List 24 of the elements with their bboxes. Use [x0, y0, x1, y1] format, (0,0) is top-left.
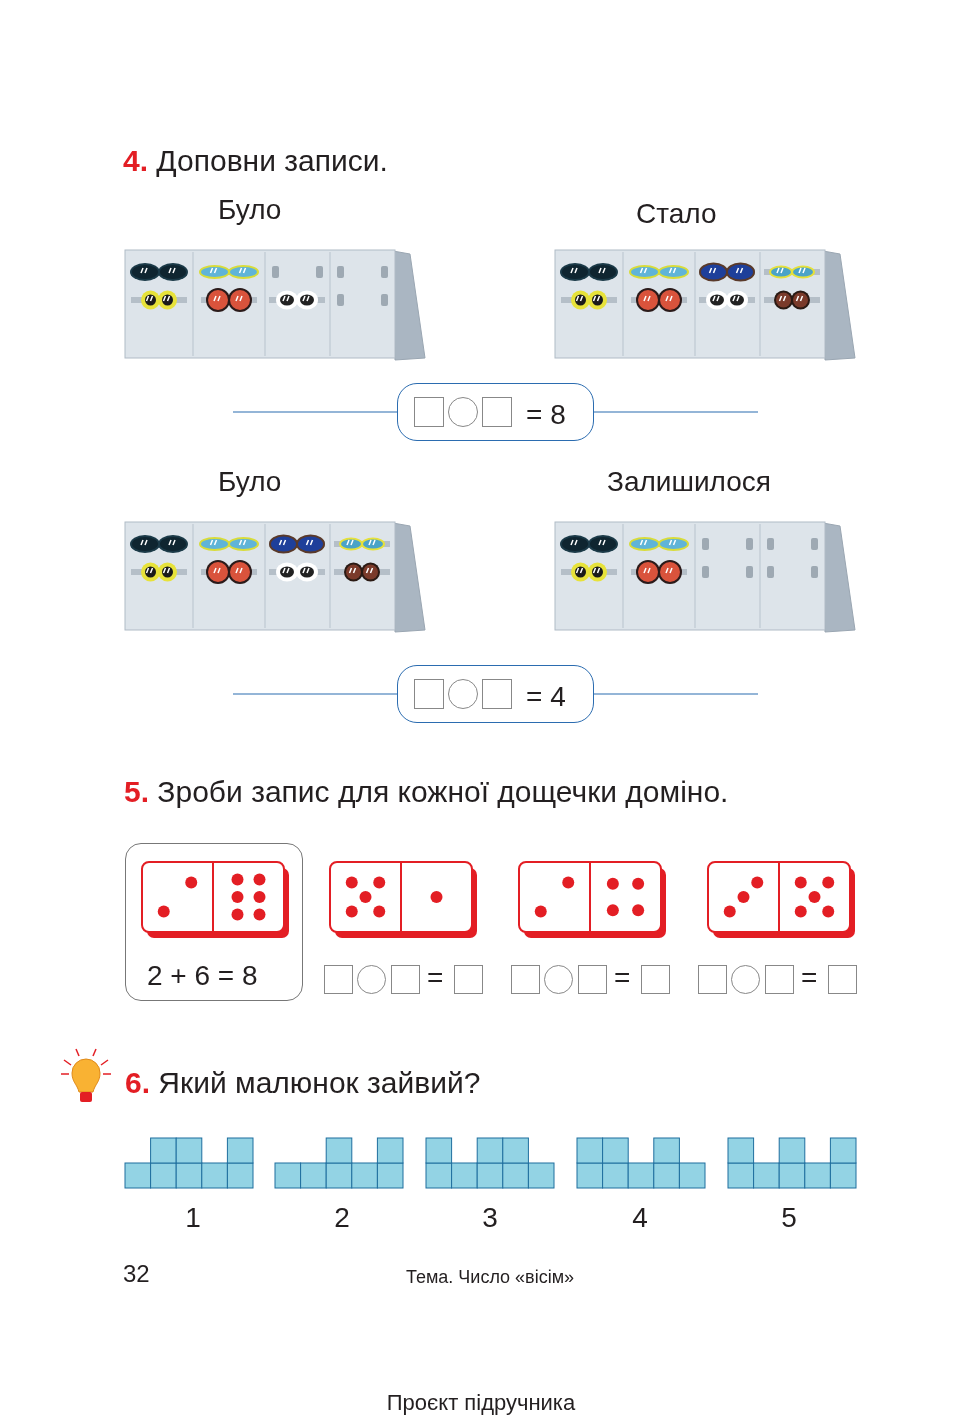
topic-footer: Тема. Число «вісім»	[405, 1267, 575, 1288]
task-heading: 5. Зроби запис для кожної дощечки доміно.	[124, 775, 729, 810]
figure-number: 3	[482, 1202, 498, 1235]
figure-number: 2	[334, 1202, 350, 1235]
figure-number: 5	[781, 1202, 797, 1235]
equation-pill	[397, 383, 594, 441]
equals-sign: =	[614, 962, 631, 995]
figure-number: 4	[632, 1202, 648, 1235]
equation-text: = 8	[526, 401, 566, 429]
footer-text: Проєкт підручника	[386, 1390, 576, 1416]
equals-sign: =	[801, 962, 818, 995]
page-number: 32	[123, 1260, 150, 1288]
task-heading: 4. Доповни записи.	[123, 144, 388, 179]
task-heading: 6. Який малюнок зайвий?	[125, 1066, 481, 1101]
caption-text: Стало	[636, 198, 717, 231]
caption-text: Було	[218, 466, 282, 499]
figure-number: 1	[185, 1202, 201, 1235]
equals-sign: =	[427, 962, 444, 995]
example-card	[125, 843, 303, 1001]
equation-text: = 4	[526, 683, 566, 711]
caption-text: Було	[218, 194, 282, 227]
caption-text: Залишилося	[607, 466, 771, 499]
equation-pill	[397, 665, 594, 723]
equation-text: 2 + 6 = 8	[147, 962, 258, 990]
